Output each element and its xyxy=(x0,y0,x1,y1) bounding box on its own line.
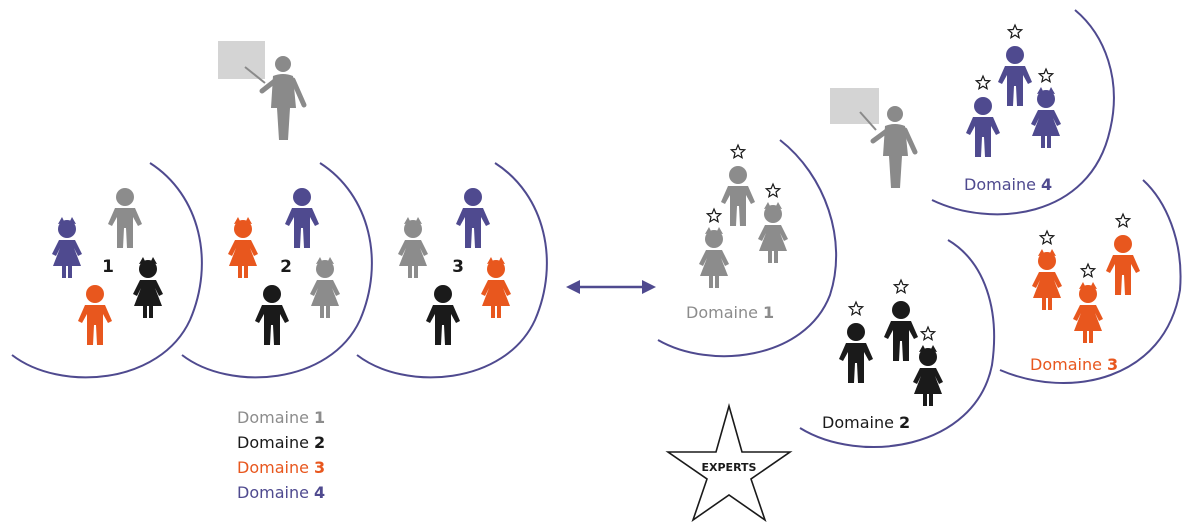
expert-arc-3 xyxy=(999,179,1182,384)
group1-student-black xyxy=(133,257,163,318)
group-arc-3 xyxy=(356,162,548,379)
group-arc-1 xyxy=(11,162,203,379)
teacher-left xyxy=(218,41,307,140)
group2-student-orange xyxy=(228,217,258,278)
expert1-student-b xyxy=(721,143,755,226)
expert3-student-a xyxy=(1032,229,1062,310)
board-right xyxy=(830,88,879,124)
group-number-2: 2 xyxy=(280,257,292,277)
teacher-right xyxy=(830,88,918,188)
double-arrow xyxy=(566,280,656,294)
expert3-student-c xyxy=(1106,212,1140,295)
expert3-student-b xyxy=(1073,262,1103,343)
experts-star-icon xyxy=(665,403,793,522)
group3-student-orange xyxy=(481,257,511,318)
expert-arc-1 xyxy=(657,139,838,358)
domain-label-2: Domaine 2 xyxy=(822,413,910,432)
group3-student-grey xyxy=(398,217,428,278)
expert4-student-b xyxy=(998,23,1032,106)
group3-student-black xyxy=(426,285,460,345)
group2-student-purple xyxy=(285,188,319,248)
expert2-student-c xyxy=(913,325,943,406)
group1-student-purple xyxy=(52,217,82,278)
legend-item-4: Domaine 4 xyxy=(237,483,325,502)
domain-label-1: Domaine 1 xyxy=(686,303,774,322)
expert2-student-b xyxy=(884,278,918,361)
expert1-student-a xyxy=(699,207,729,288)
domain-label-4: Domaine 4 xyxy=(964,175,1052,194)
legend: Domaine 1 Domaine 2 Domaine 3 Domaine 4 xyxy=(237,408,325,502)
group-number-1: 1 xyxy=(102,257,114,277)
expert1-student-c xyxy=(758,182,788,263)
expert2-student-a xyxy=(839,300,873,383)
group-arc-2 xyxy=(181,162,373,379)
group1-student-orange xyxy=(78,285,112,345)
group-number-3: 3 xyxy=(452,257,464,277)
teacher-figure-right xyxy=(870,106,918,188)
expert-arc-4 xyxy=(931,9,1115,216)
group3-student-purple xyxy=(456,188,490,248)
expert-arc-2 xyxy=(799,239,996,448)
experts-star: EXPERTS xyxy=(665,403,793,522)
expert4-student-c xyxy=(1031,67,1061,148)
teacher-figure-left xyxy=(259,56,307,140)
group2-student-black xyxy=(255,285,289,345)
legend-item-1: Domaine 1 xyxy=(237,408,325,427)
legend-item-3: Domaine 3 xyxy=(237,458,325,477)
domain-label-3: Domaine 3 xyxy=(1030,355,1118,374)
expert4-student-a xyxy=(966,74,1000,157)
group2-student-grey xyxy=(310,257,340,318)
experts-label: EXPERTS xyxy=(702,461,757,474)
board-left xyxy=(218,41,265,79)
legend-item-2: Domaine 2 xyxy=(237,433,325,452)
group1-student-grey xyxy=(108,188,142,248)
